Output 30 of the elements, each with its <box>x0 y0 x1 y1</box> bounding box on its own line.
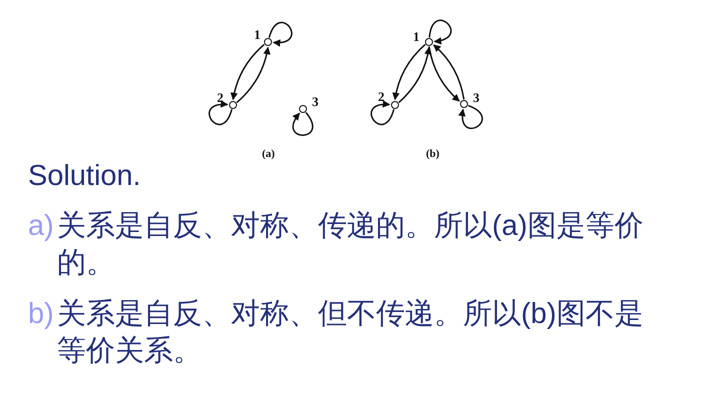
vertex-circle <box>264 38 272 46</box>
vertex-number: 2 <box>378 90 384 103</box>
vertex-number: 1 <box>254 28 260 41</box>
curved-arrow <box>433 44 465 100</box>
curved-arrow <box>398 46 432 104</box>
vertex-circle <box>460 100 468 108</box>
vertex-circle <box>424 38 432 46</box>
heading-text: Solution. <box>28 159 141 194</box>
figure-caption: (a) <box>262 148 275 160</box>
curved-arrow <box>236 46 270 104</box>
self-loop-arrow <box>370 100 395 126</box>
vertex-circle <box>298 104 306 112</box>
curved-arrow <box>230 44 265 100</box>
answer-text: 关系是自反、对称、传递的。所以(a)图是等价的。 <box>57 209 644 281</box>
self-loop-arrow <box>428 20 452 44</box>
self-loop-arrow <box>208 100 233 126</box>
vertex-number: 3 <box>473 91 480 104</box>
list-marker: b) <box>28 297 54 332</box>
answer-text: 关系是自反、对称、但不传递。所以(b)图不是等价关系。 <box>57 297 644 369</box>
curved-arrow <box>392 44 426 100</box>
curved-arrow <box>428 46 460 102</box>
self-loop-arrow <box>292 112 314 136</box>
self-loop-arrow <box>268 22 292 46</box>
self-loop-arrow <box>458 104 483 129</box>
figure-caption: (b) <box>426 148 440 160</box>
list-marker: a) <box>28 209 54 244</box>
vertex-number: 1 <box>413 30 420 43</box>
vertex-circle <box>390 100 398 108</box>
vertex-number: 3 <box>312 95 318 108</box>
vertex-circle <box>228 100 236 108</box>
